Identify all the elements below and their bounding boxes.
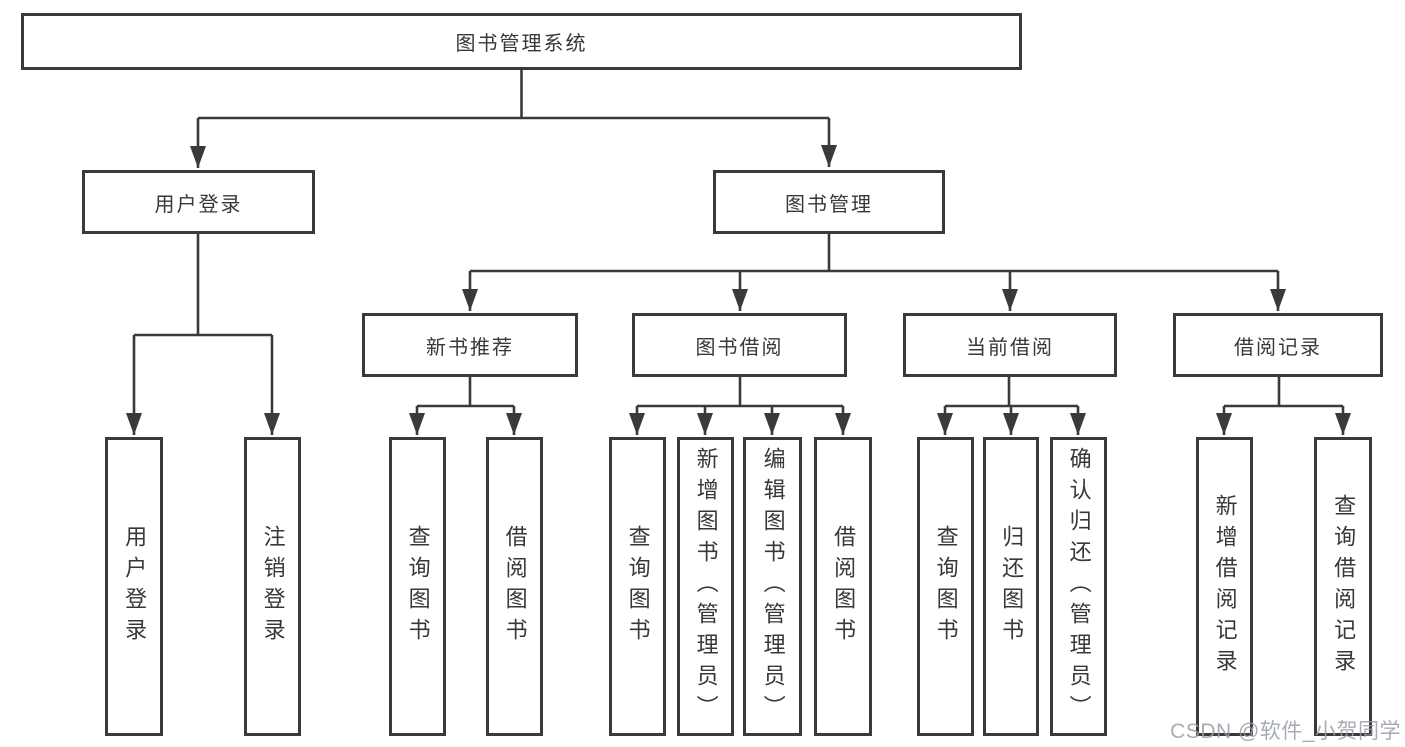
node-label: 新增图书（管理员） — [693, 447, 719, 726]
node-label: 用户登录 — [122, 524, 148, 649]
leaf-search-borrow-record: 查询借阅记录 — [1314, 437, 1372, 736]
node-label: 图书管理 — [785, 193, 873, 216]
leaf-search-books-borrow: 查询图书 — [609, 437, 666, 736]
node-label: 图书借阅 — [695, 336, 784, 359]
node-label: 用户登录 — [154, 193, 243, 216]
leaf-logout: 注销登录 — [244, 437, 301, 736]
node-label: 借阅记录 — [1234, 336, 1322, 359]
node-label: 图书管理系统 — [455, 33, 588, 55]
node-label: 查询图书 — [405, 524, 431, 649]
node-label: 借阅图书 — [502, 524, 528, 649]
node-label: 编辑图书（管理员） — [760, 447, 786, 726]
node-current-borrowing: 当前借阅 — [903, 313, 1117, 377]
node-label: 确认归还（管理员） — [1066, 447, 1092, 726]
watermark: CSDN @软件_小贺同学 — [1170, 720, 1401, 743]
node-label: 借阅图书 — [831, 524, 857, 649]
leaf-search-books-current: 查询图书 — [917, 437, 974, 736]
node-book-management: 图书管理 — [713, 170, 945, 234]
leaf-return-books: 归还图书 — [983, 437, 1039, 736]
node-borrowing-records: 借阅记录 — [1173, 313, 1383, 377]
node-label: 查询图书 — [933, 524, 959, 649]
node-label: 新书推荐 — [426, 336, 514, 359]
node-label: 查询图书 — [625, 524, 651, 649]
node-label: 注销登录 — [260, 524, 286, 649]
leaf-confirm-return-admin: 确认归还（管理员） — [1050, 437, 1107, 736]
node-user-login: 用户登录 — [82, 170, 315, 234]
leaf-borrow-books-recommend: 借阅图书 — [486, 437, 543, 736]
node-book-borrowing: 图书借阅 — [632, 313, 847, 377]
leaf-add-borrow-record: 新增借阅记录 — [1196, 437, 1253, 736]
leaf-search-books-recommend: 查询图书 — [389, 437, 446, 736]
node-new-book-recommend: 新书推荐 — [362, 313, 578, 377]
node-label: 当前借阅 — [966, 336, 1054, 359]
leaf-add-books-admin: 新增图书（管理员） — [677, 437, 734, 736]
node-label: 查询借阅记录 — [1331, 493, 1357, 680]
node-label: 新增借阅记录 — [1212, 493, 1238, 680]
leaf-edit-books-admin: 编辑图书（管理员） — [743, 437, 802, 736]
node-root: 图书管理系统 — [21, 13, 1022, 70]
node-label: 归还图书 — [999, 524, 1025, 649]
leaf-borrow-books: 借阅图书 — [814, 437, 872, 736]
leaf-user-login: 用户登录 — [105, 437, 163, 736]
